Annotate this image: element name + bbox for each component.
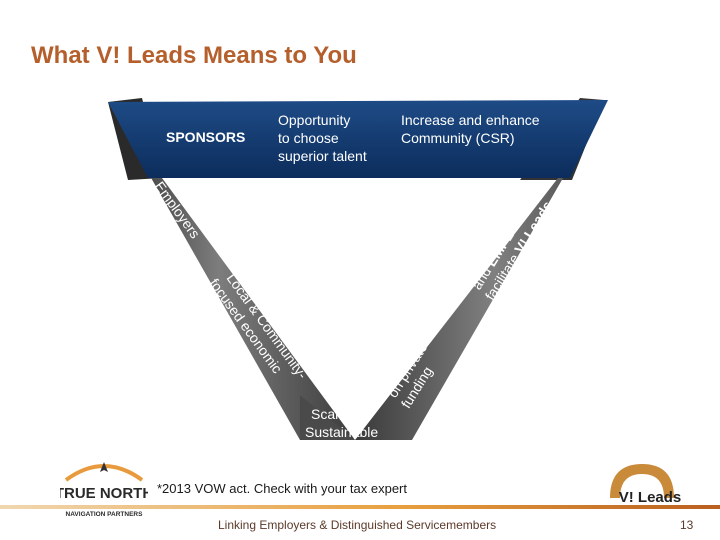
csr-line-1: Increase and enhance <box>401 112 540 128</box>
v-leads-logo: V! Leads <box>610 464 682 506</box>
footnote: *2013 VOW act. Check with your tax exper… <box>157 481 407 496</box>
top-band <box>108 100 608 178</box>
scalable-line-2: Sustainable <box>305 424 378 440</box>
opportunity-line-1: Opportunity <box>278 112 350 128</box>
footer-divider <box>0 505 720 509</box>
v-leads-text: V! Leads <box>619 489 682 506</box>
bottom-fold <box>300 395 355 440</box>
scalable-line-1: Scalable/ <box>311 406 369 422</box>
sponsors-label: SPONSORS <box>166 129 245 145</box>
navigation-partners-text: NAVIGATION PARTNERS <box>66 511 144 518</box>
page-number: 13 <box>680 518 694 532</box>
true-north-text: TRUE NORTH <box>60 485 148 502</box>
opportunity-line-2: to choose <box>278 130 339 146</box>
slide-title: What V! Leads Means to You <box>31 42 357 69</box>
true-north-logo: TRUE NORTH NAVIGATION PARTNERS <box>60 462 148 518</box>
footer-tagline: Linking Employers & Distinguished Servic… <box>218 518 497 532</box>
veterans-block: Veterans trained and EMPLOYED to facilit… <box>455 181 577 314</box>
v-leads-arch-logo <box>610 464 674 498</box>
opportunity-line-3: superior talent <box>278 148 367 164</box>
csr-line-2: Community (CSR) <box>401 130 515 146</box>
